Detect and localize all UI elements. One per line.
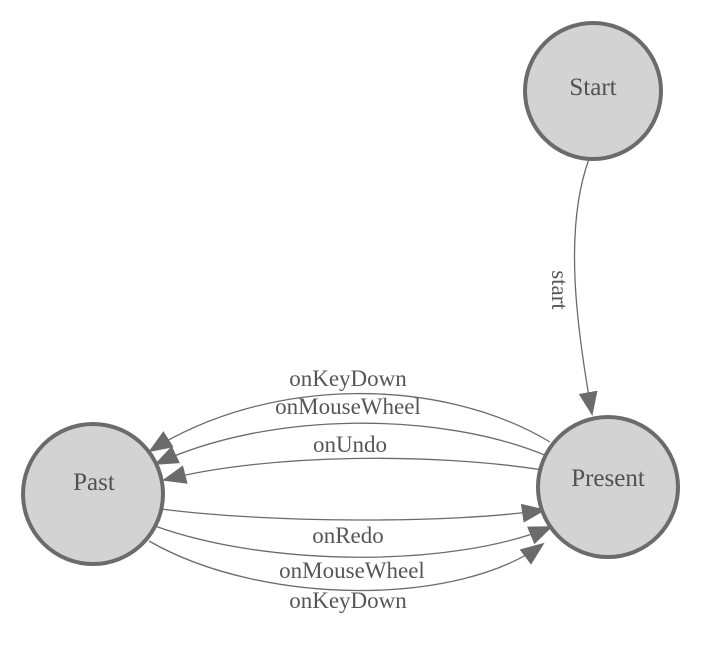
state-circle-start <box>523 21 663 161</box>
edge-label-start: start <box>547 270 572 310</box>
edge-start-to-present: start <box>547 158 598 416</box>
edge-label-onkeydown-bottom: onKeyDown <box>289 588 407 613</box>
state-circle-past <box>21 422 165 566</box>
state-node-start: Start <box>523 21 663 161</box>
edge-past-to-present-onredo: onRedo <box>160 503 546 548</box>
edge-label-onmousewheel-bottom-line <box>154 525 553 558</box>
edge-line-onkeydown-bottom <box>148 540 545 592</box>
state-label-past: Past <box>73 469 115 496</box>
edge-present-to-past-onkeydown: onKeyDown <box>148 366 551 453</box>
edge-line-onkeydown-top <box>148 392 551 453</box>
edge-present-to-past-onmousewheel: onMouseWheel <box>154 394 548 465</box>
edge-present-to-past-onundo: onUndo <box>162 432 544 484</box>
state-node-past: Past <box>21 422 165 566</box>
state-circle-present <box>536 415 680 559</box>
state-label-present: Present <box>571 465 645 492</box>
edge-label-onmousewheel-bottom: onMouseWheel <box>279 558 425 583</box>
edge-label-onmousewheel-top: onMouseWheel <box>275 394 421 419</box>
state-label-start: Start <box>569 74 616 101</box>
edge-line-onmousewheel-top <box>154 422 548 465</box>
edge-past-to-present-onmousewheel: onMouseWheel <box>154 525 553 583</box>
edge-label-onundo: onUndo <box>313 432 387 457</box>
edge-line-start <box>573 158 598 416</box>
state-node-present: Present <box>536 415 680 559</box>
edge-label-onredo: onRedo <box>312 523 384 548</box>
edge-line-onundo <box>162 457 544 484</box>
edge-past-to-present-onkeydown: onKeyDown <box>148 540 545 613</box>
edge-label-onkeydown-top: onKeyDown <box>289 366 407 391</box>
edge-line-onredo <box>160 503 546 523</box>
